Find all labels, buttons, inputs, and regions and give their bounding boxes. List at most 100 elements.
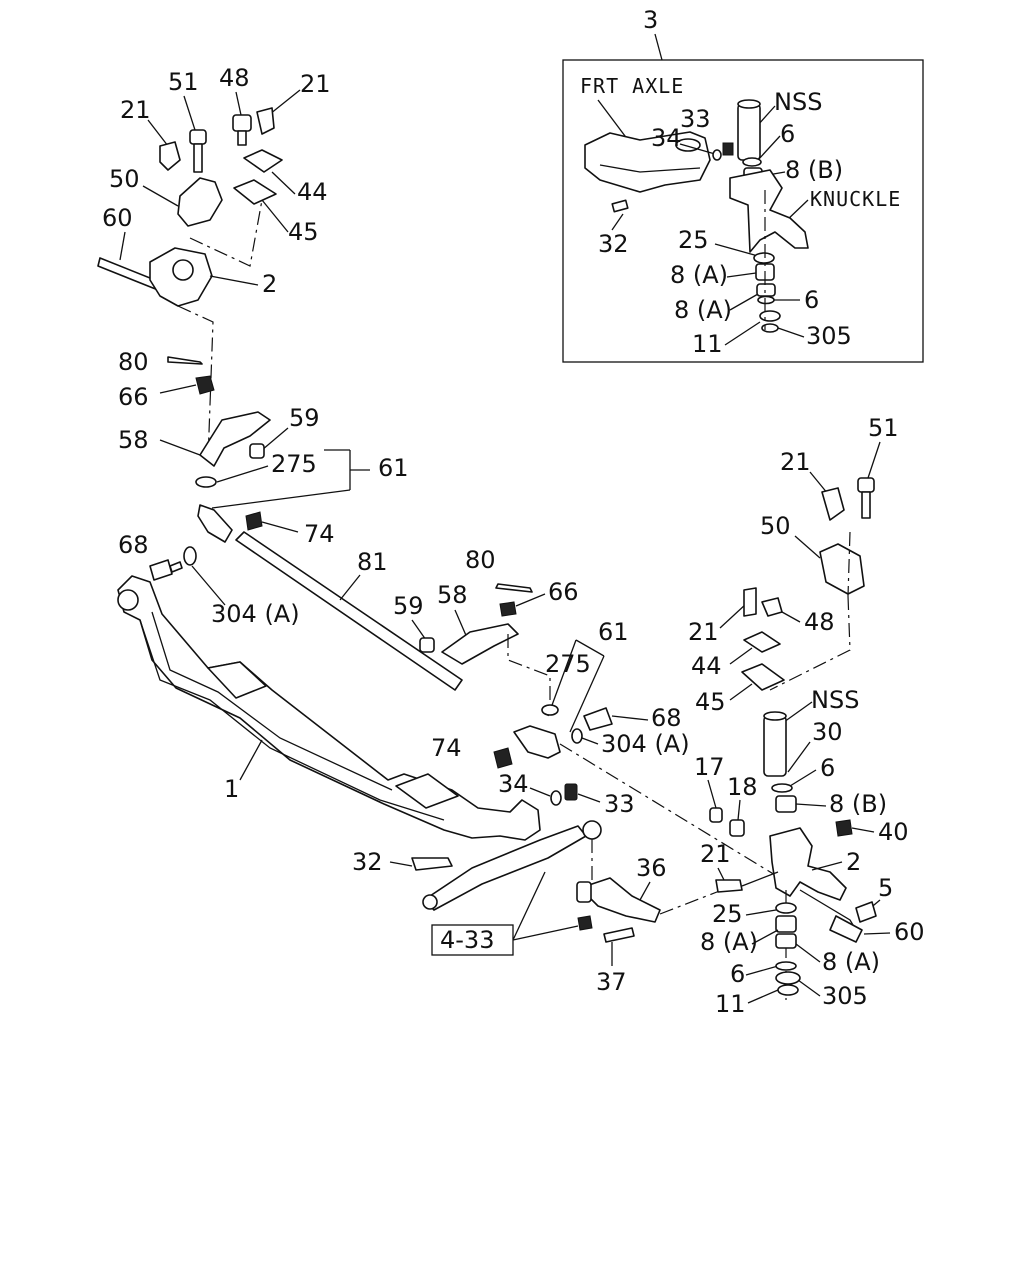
right-plate-44 [743,631,781,653]
right-knuckle-2 [769,827,847,901]
mid-bolt-32 [411,857,453,871]
left-bracket-assembly: 21 51 48 21 50 44 45 60 2 80 66 [97,64,409,628]
right-40-label: 40 [878,818,909,846]
mid-bolt-68 [583,707,613,731]
left-nut-66 [195,375,215,395]
inset-box [562,59,924,363]
mid-arm-58 [441,623,519,665]
inset-32-label: 32 [598,230,629,258]
callout-3-label: 3 [643,6,658,34]
right-25-label: 25 [712,900,743,928]
mid-275-label: 275 [545,650,591,678]
left-21b-label: 21 [300,70,331,98]
ref-4-33-label[interactable]: 4-33 [440,926,494,954]
right-8a1-label: 8 (A) [700,928,758,956]
mid-37-label: 37 [596,968,627,996]
left-74-label: 74 [304,520,335,548]
right-bracket-50 [819,543,865,595]
mid-61-label: 61 [598,618,629,646]
left-gasket-45 [233,179,277,205]
right-6b-label: 6 [730,960,745,988]
mid-36-label: 36 [636,854,667,882]
mid-tie-rod-end [513,725,561,759]
left-plate-44 [243,149,283,173]
inset-kingpin [737,103,761,161]
mid-80-label: 80 [465,546,496,574]
left-60-label: 60 [102,204,133,232]
left-21a-label: 21 [120,96,151,124]
left-nut-74 [245,511,263,531]
mid-washer-304a [571,728,583,744]
right-17-label: 17 [694,753,725,781]
left-66-label: 66 [118,383,149,411]
mid-74-label: 74 [431,734,462,762]
right-nut-40 [835,819,853,837]
right-8a2-label: 8 (A) [822,948,880,976]
inset-25-label: 25 [678,226,709,254]
mid-66-label: 66 [548,578,579,606]
axle-and-tie-rod: 81 1 80 66 59 58 61 275 68 74 [117,531,781,996]
right-21a-label: 21 [780,448,811,476]
left-51-label: 51 [168,68,199,96]
left-59-label: 59 [289,404,320,432]
left-304a-label: 304 (A) [211,600,300,628]
inset-frt-axle-label: FRT AXLE [580,74,684,98]
mid-nut-66 [499,601,517,617]
inset-nss-label: NSS [774,88,822,116]
right-gasket-45 [741,663,785,691]
right-nss-label: NSS [811,686,859,714]
right-11-label: 11 [715,990,746,1018]
right-6a-label: 6 [820,754,835,782]
axle-beam-1 [117,575,541,841]
left-58-label: 58 [118,426,149,454]
mid-bolt-37 [603,927,635,943]
left-45-label: 45 [288,218,319,246]
right-bolt-60 [829,915,863,943]
inset-washer-34 [712,149,722,161]
right-2-label: 2 [846,848,861,876]
inset-knuckle [729,169,809,253]
right-knuckle-assembly: 51 21 50 21 48 44 45 NSS 30 6 8 (B) [688,414,925,1018]
left-80-label: 80 [118,348,149,376]
left-44-label: 44 [297,178,328,206]
right-kingpin [763,715,787,777]
inset-8b-label: 8 (B) [785,156,843,184]
right-44-label: 44 [691,652,722,680]
inset-8a1-label: 8 (A) [670,261,728,289]
right-bolt-48 [761,597,783,617]
right-18-label: 18 [727,773,758,801]
inset-305-label: 305 [806,322,852,350]
mid-nut-33 [564,783,578,801]
right-8b-label: 8 (B) [829,790,887,818]
mid-lever-36 [579,877,661,923]
left-68-label: 68 [118,531,149,559]
inset-8a2-label: 8 (A) [674,296,732,324]
left-50-label: 50 [109,165,140,193]
mid-33-label: 33 [604,790,635,818]
right-45-label: 45 [695,688,726,716]
axle-1-label: 1 [224,775,239,803]
right-5-label: 5 [878,874,893,902]
left-washer-304a [183,546,197,566]
mid-59-label: 59 [393,592,424,620]
right-21b-label: 21 [688,618,719,646]
mid-32-label: 32 [352,848,383,876]
mid-34-label: 34 [498,770,529,798]
inset-34-label: 34 [651,124,682,152]
mid-58-label: 58 [437,581,468,609]
right-51-label: 51 [868,414,899,442]
axle-spring-pad-left [207,661,267,699]
mid-304a-label: 304 (A) [601,730,690,758]
mid-nut-74 [493,747,513,769]
left-48-label: 48 [219,64,250,92]
left-2-label: 2 [262,270,277,298]
left-cotter-pin-80 [167,356,203,365]
inset-frt-axle: 3 FRT AXLE 33 34 NSS 6 8 (B) KNUCKLE 32 [562,6,924,363]
left-tie-rod-end [197,504,233,543]
right-60-label: 60 [894,918,925,946]
left-275-label: 275 [271,450,317,478]
inset-nut-33 [722,142,734,156]
right-30-label: 30 [812,718,843,746]
right-21c-label: 21 [700,840,731,868]
